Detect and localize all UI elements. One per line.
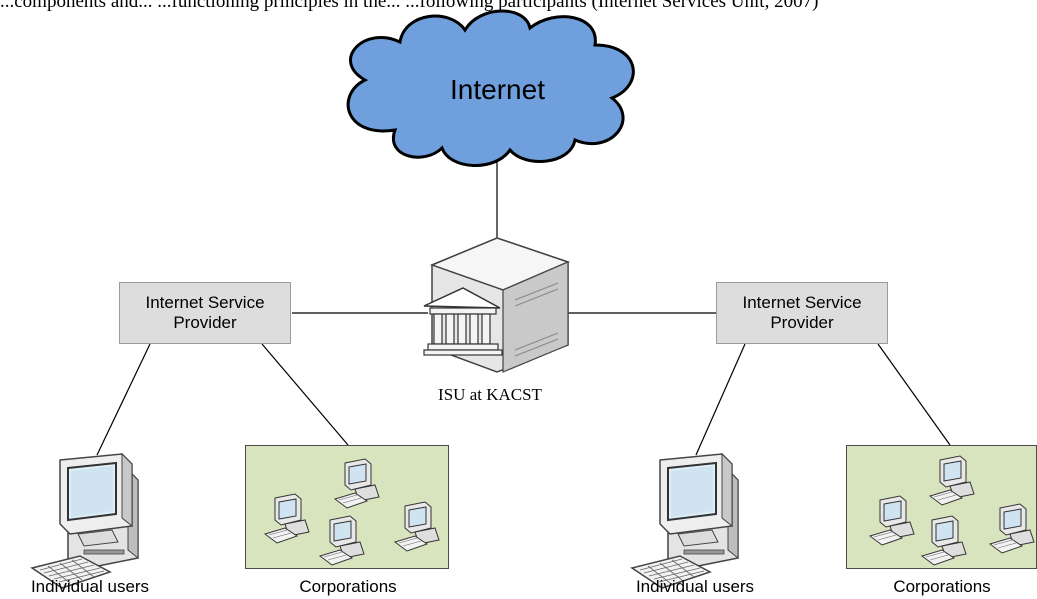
connector-lines (96, 162, 951, 456)
workstation-icon (334, 458, 380, 509)
workstation-icon (921, 515, 967, 566)
isu-label: ISU at KACST (438, 385, 542, 404)
isp-label: Internet Service Provider (742, 293, 862, 332)
server-building-icon (423, 237, 571, 373)
workstation-icon (989, 503, 1035, 554)
cloud-icon (346, 9, 635, 167)
link-isp-right-corporations (877, 343, 951, 446)
link-isp-left-individual (96, 343, 151, 456)
isp-label: Internet Service Provider (145, 293, 265, 332)
workstation-icon (394, 501, 440, 552)
workstation-icon (929, 455, 975, 506)
workstation-icon (319, 515, 365, 566)
workstation-icon (264, 493, 310, 544)
caption-fragment: ...components and... ...functioning prin… (0, 0, 819, 12)
workstation-icon (869, 495, 915, 546)
link-isp-left-corporations (261, 343, 349, 446)
corporations-label-left: Corporations (299, 577, 397, 596)
isp-box-left: Internet Service Provider (119, 282, 291, 344)
corporations-label-right: Corporations (893, 577, 991, 596)
link-isp-right-individual (695, 343, 746, 456)
isp-box-right: Internet Service Provider (716, 282, 888, 344)
individual-users-label-left: Individual users (30, 577, 150, 596)
individual-users-label-right: Individual users (635, 577, 755, 596)
internet-label: Internet (450, 74, 545, 105)
